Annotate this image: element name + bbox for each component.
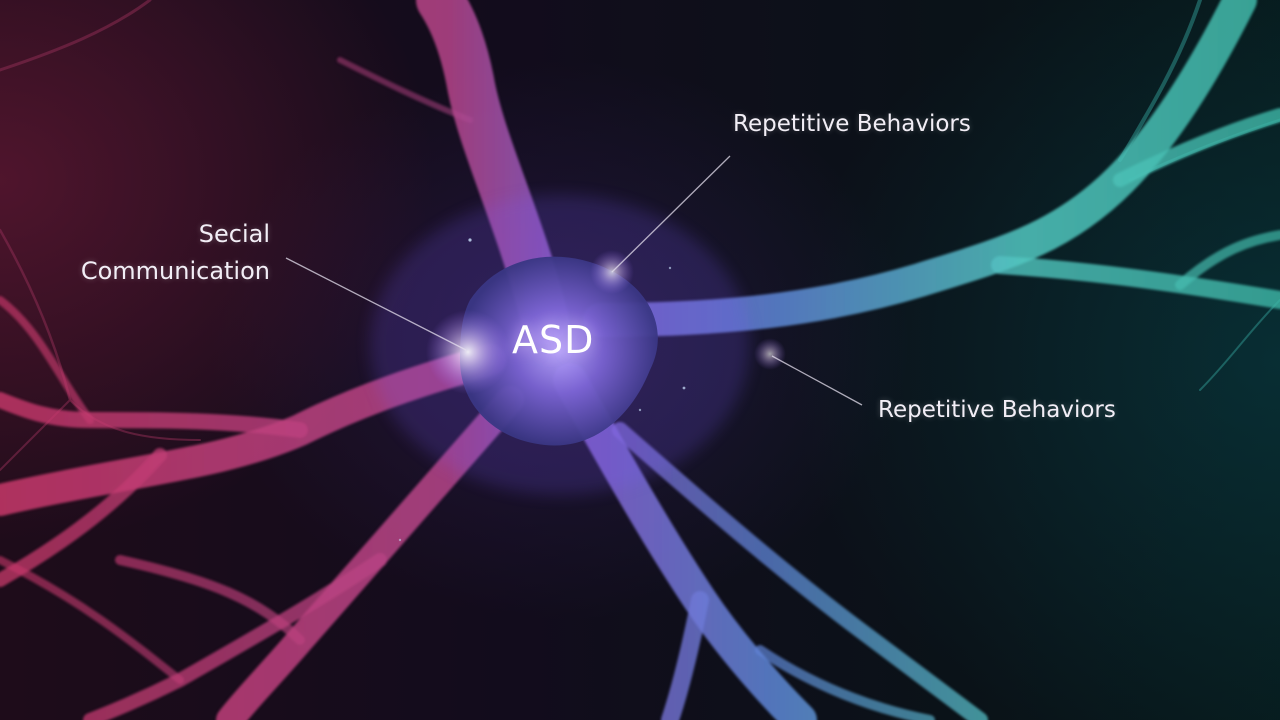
repetitive-behaviors-top-label: Repetitive Behaviors: [733, 111, 971, 137]
leader-line-repetitive-top: [611, 155, 731, 273]
social-communication-label: Secial Communication: [52, 216, 270, 290]
repetitive-behaviors-bottom-label: Repetitive Behaviors: [878, 397, 1116, 423]
asd-center-label: ASD: [512, 318, 595, 362]
leader-lines: [285, 155, 863, 406]
leader-line-repetitive-bottom: [771, 355, 863, 406]
soma: [370, 195, 786, 495]
sparkles: [398, 238, 686, 542]
social-communication-line1: Secial: [198, 220, 270, 248]
leader-line-social: [285, 257, 467, 351]
social-communication-line2: Communication: [80, 257, 270, 285]
